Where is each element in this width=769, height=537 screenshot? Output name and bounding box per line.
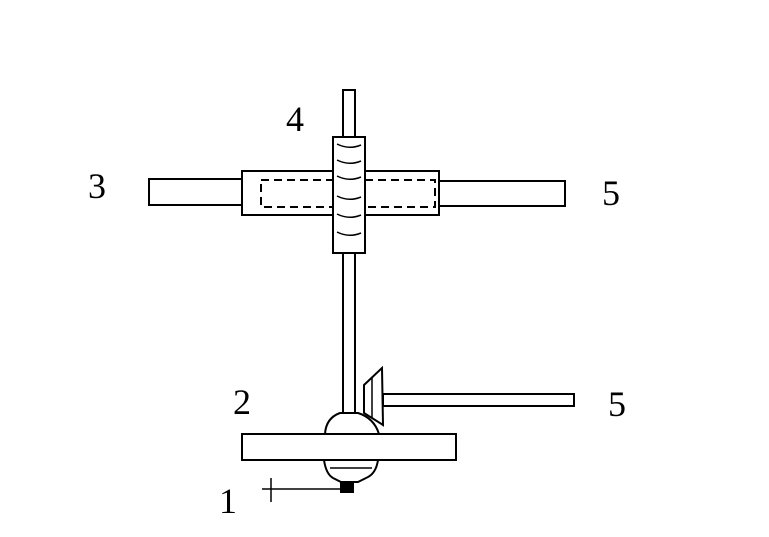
label-part-2: 2	[233, 382, 251, 422]
label-part-4: 4	[286, 99, 304, 139]
horizontal-bar-left	[148, 178, 245, 206]
angled-bracket	[363, 365, 385, 427]
label-part-1: 1	[219, 481, 237, 521]
label-part-3: 3	[88, 166, 106, 206]
label-part-5-lower: 5	[608, 384, 626, 424]
lower-horizontal-arm	[382, 393, 575, 407]
vertical-rod-top	[342, 89, 356, 139]
base-plate	[241, 433, 457, 461]
vertical-rod-bottom	[342, 251, 356, 415]
lower-weld-bead	[322, 459, 380, 483]
sleeve-thread-lines	[336, 143, 362, 236]
bottom-pin	[340, 481, 354, 493]
horizontal-bar-right	[437, 180, 566, 207]
label-part-5-upper: 5	[602, 173, 620, 213]
upper-weld-bead	[323, 412, 381, 435]
